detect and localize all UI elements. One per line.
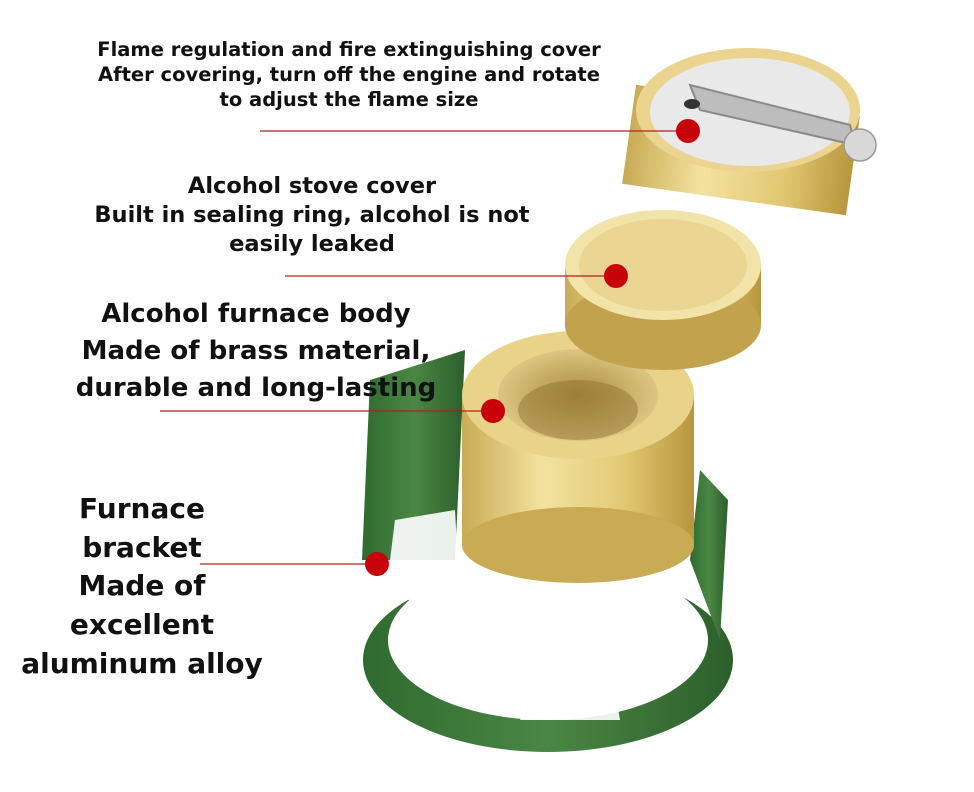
callout-bracket: Furnace bracket Made of excellent alumin… (14, 490, 270, 683)
callout-flame-cover-line-2: After covering, turn off the engine and … (98, 62, 600, 86)
callout-bracket-line-2: bracket (82, 530, 202, 564)
callout-markers (160, 119, 700, 576)
marker-dot-flame-cover (676, 119, 700, 143)
marker-dot-bracket (365, 552, 389, 576)
callout-furnace-body: Alcohol furnace body Made of brass mater… (52, 296, 460, 407)
callout-stove-cover-line-3: easily leaked (229, 230, 395, 257)
callout-bracket-line-1: Furnace (79, 492, 205, 525)
marker-dot-furnace-body (481, 399, 505, 423)
callout-flame-cover-line-3: to adjust the flame size (219, 87, 479, 111)
callout-stove-cover-line-2: Built in sealing ring, alcohol is not (94, 201, 530, 228)
callout-furnace-body-line-3: durable and long-lasting (75, 372, 437, 403)
callout-stove-cover: Alcohol stove cover Built in sealing rin… (60, 172, 564, 258)
callout-flame-cover-line-1: Flame regulation and fire extinguishing … (97, 38, 601, 61)
callout-bracket-line-5: aluminum alloy (21, 646, 263, 680)
alcohol-stove-cover (565, 210, 761, 370)
callout-stove-cover-line-1: Alcohol stove cover (187, 173, 437, 199)
callout-furnace-body-line-2: Made of brass material, (81, 335, 431, 366)
callout-flame-cover: Flame regulation and fire extinguishing … (60, 38, 638, 113)
furnace-bracket (362, 350, 733, 752)
callout-bracket-line-4: excellent (69, 607, 215, 641)
callout-bracket-line-3: Made of (78, 569, 206, 603)
alcohol-furnace-body (462, 331, 694, 583)
callout-furnace-body-line-1: Alcohol furnace body (101, 299, 411, 329)
marker-dot-stove-cover (604, 264, 628, 288)
